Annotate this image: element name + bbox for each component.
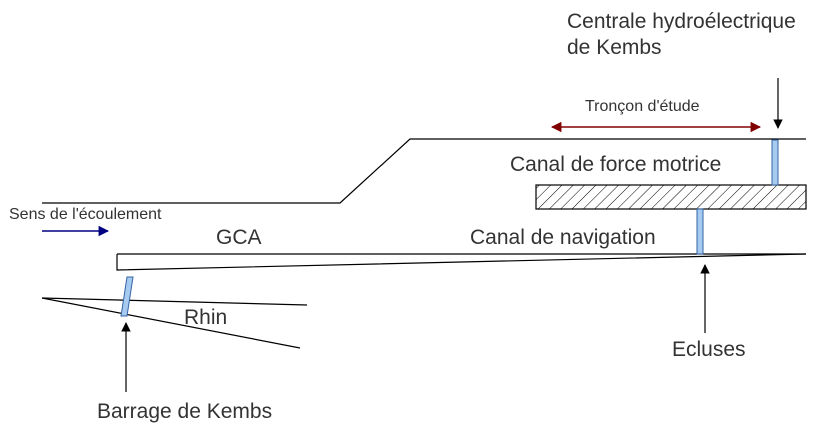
ecluses-label: Ecluses <box>672 338 746 361</box>
troncon-label: Tronçon d'étude <box>585 98 700 115</box>
centrale-structure <box>771 139 779 186</box>
gca-label: GCA <box>216 226 262 249</box>
rhin-upper-bank <box>41 297 308 306</box>
centrale-label-line1: Centrale hydroélectrique <box>567 10 796 33</box>
gca-upper-bank <box>42 138 806 204</box>
rhin-lower-bank <box>41 297 301 349</box>
rhin-label: Rhin <box>184 306 227 329</box>
canal-force-label: Canal de force motrice <box>510 153 721 176</box>
canal-navigation-label: Canal de navigation <box>470 226 656 249</box>
barrage-structure <box>120 276 134 317</box>
sens-label: Sens de l'écoulement <box>9 206 162 223</box>
gca-lower-bank <box>116 253 807 271</box>
ecluses-structure <box>696 208 704 255</box>
centrale-label-line2: de Kembs <box>567 36 662 59</box>
barrage-label: Barrage de Kembs <box>97 400 272 423</box>
separating-dyke <box>535 184 807 210</box>
